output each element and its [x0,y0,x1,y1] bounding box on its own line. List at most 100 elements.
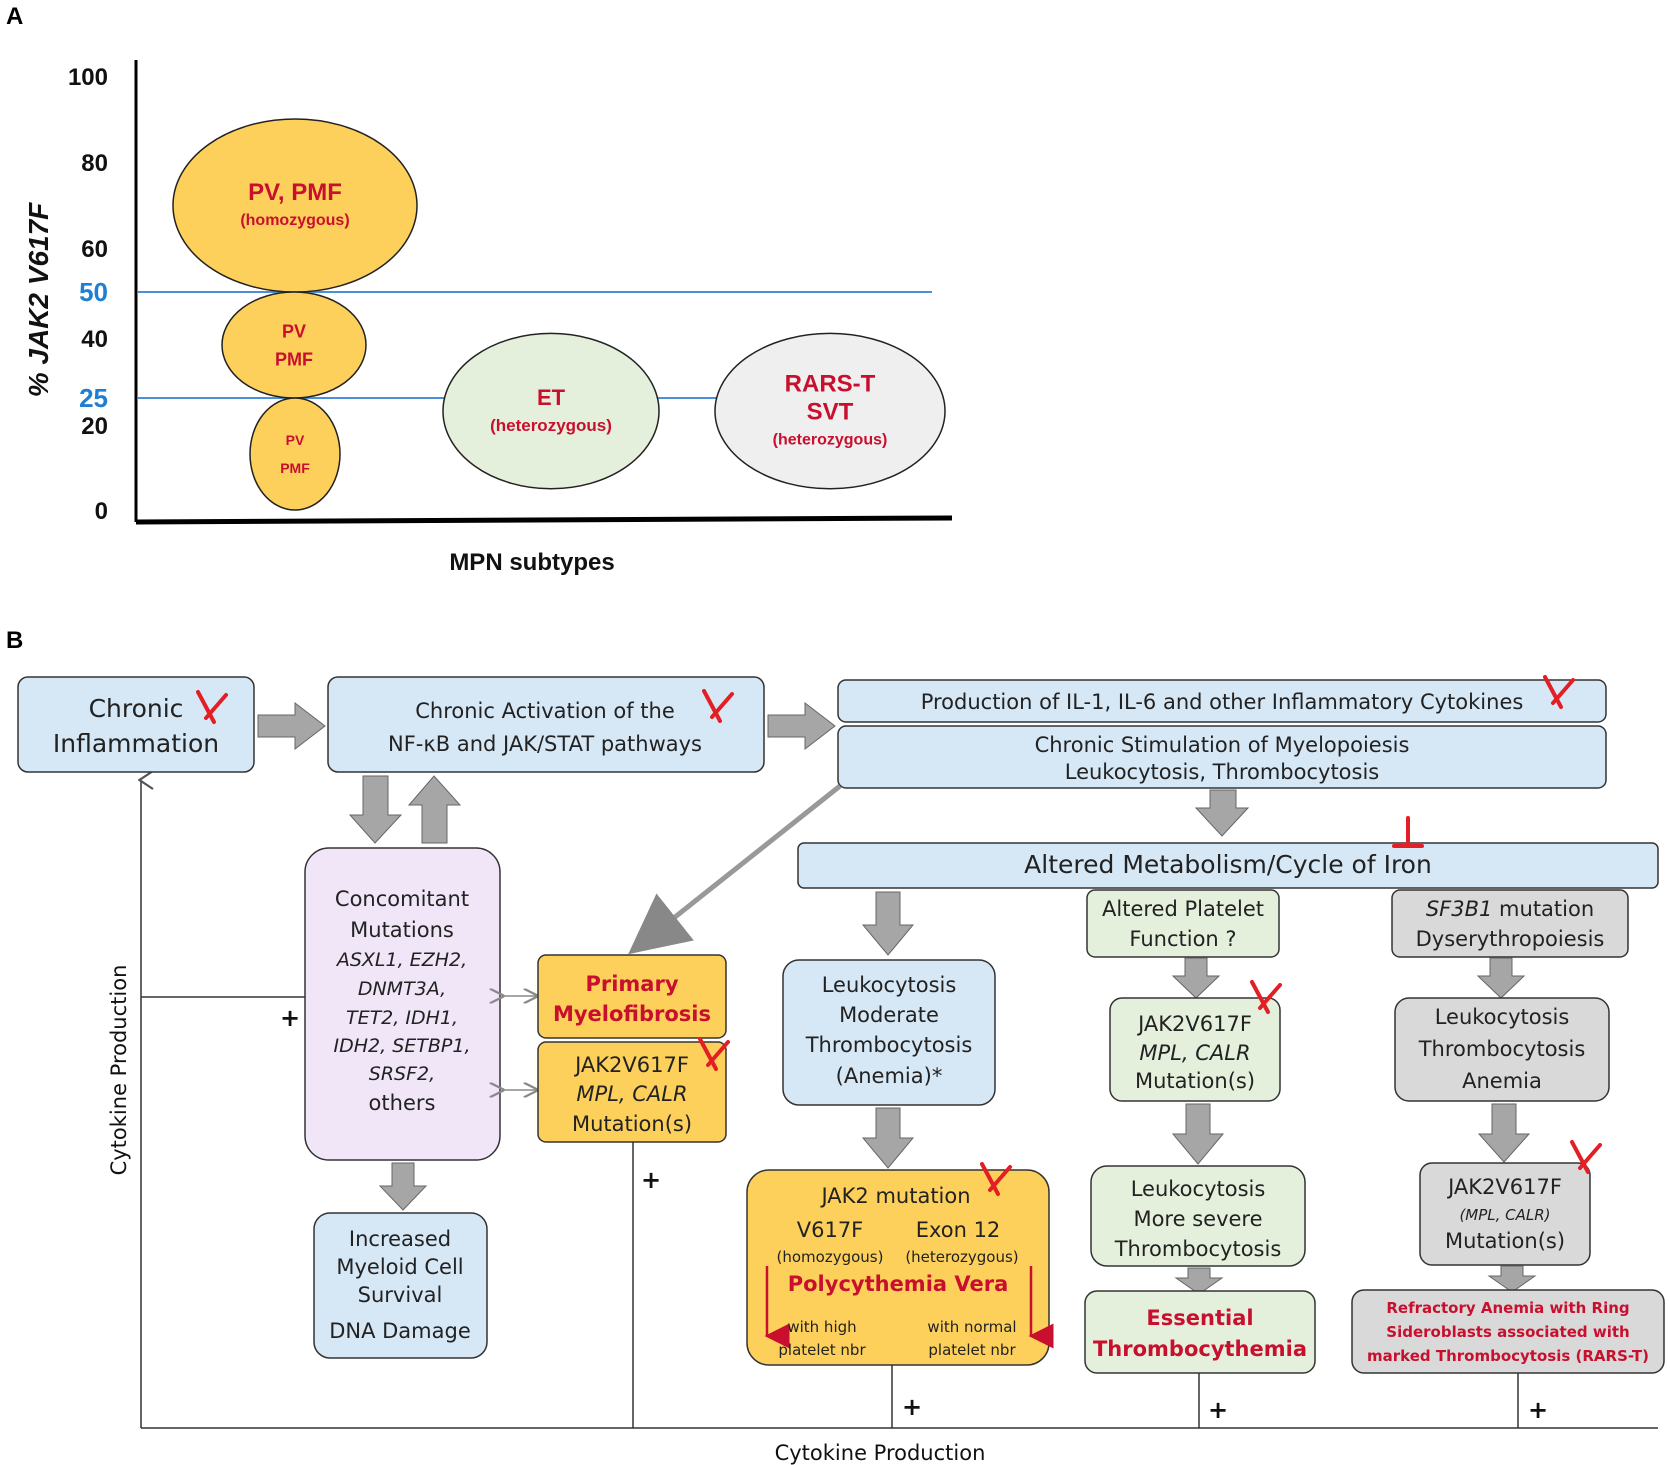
bubble-label: ET [537,385,566,410]
concomitant-genes-4: IDH2, SETBP1, [334,1035,471,1057]
inhibit-icon-cytokines [1543,675,1575,709]
chronic-inflammation-line2: Inflammation [53,729,219,758]
arrow-leuko-anemia-to-rars-mutations [1477,1103,1531,1163]
arrow-sf3b1-to-leuko [1476,957,1526,999]
bubble-label: RARS-T [785,370,876,397]
chronic-inflammation-box [17,676,255,773]
pv-left-note-2: platelet nbr [778,1341,866,1359]
leuko-severe-box [1090,1165,1306,1267]
bubble-label: (heterozygous) [490,416,612,435]
jak2-pv-title: JAK2 mutation [819,1184,970,1208]
jak2-pv-col1: V617F [797,1218,864,1242]
leuko-moderate-line1: Leukocytosis [822,973,957,997]
concomitant-others: others [369,1091,436,1115]
chronic-stimulation-line1: Chronic Stimulation of Myelopoiesis [1035,733,1410,757]
rars-t-line3: marked Thrombocytosis (RARS-T) [1367,1347,1649,1365]
concomitant-genes-2: DNMT3A, [358,978,446,1000]
plus-pmf: + [641,1166,661,1194]
inhibit-icon-pmf [698,1037,730,1071]
et-mutation-line1: JAK2V617F [1136,1012,1252,1036]
bottom-axis-label: Cytokine Production [775,1441,986,1465]
rars-t-box [1351,1289,1665,1374]
survival-line1: Increased [349,1227,451,1251]
inhibit-icon-activation [702,689,734,723]
plus-concomitant: + [280,1004,300,1032]
bubble-label: PV [286,432,305,448]
et-mutations-box [1109,997,1281,1102]
pv-left-note-1: with high [787,1318,856,1336]
chronic-inflammation-line1: Chronic [89,694,184,723]
et-mutation-line2: MPL, CALR [1139,1041,1250,1065]
inhibition-marks [196,675,1602,1196]
leuko-severe-line1: Leukocytosis [1131,1177,1266,1201]
concomitant-title-line1: Concomitant [335,887,469,911]
jak2-pv-col1-sub: (homozygous) [777,1248,884,1266]
rars-mutation-line1: JAK2V617F [1446,1175,1562,1199]
rars-mutation-line2: (MPL, CALR) [1459,1206,1550,1224]
arrow-leuko-to-et [1174,1267,1224,1295]
jak2-pv-col2-sub: (heterozygous) [905,1248,1018,1266]
bubble-label: SVT [807,398,854,425]
plus-pv: + [902,1393,922,1421]
leuko-moderate-line2: Moderate [839,1003,939,1027]
sf3b1-line2: Dyserythropoiesis [1416,927,1605,951]
chronic-activation-line2: NF-κB and JAK/STAT pathways [388,732,702,756]
leuko-moderate-line3: Thrombocytosis [805,1033,973,1057]
y-tick-label: 20 [81,413,108,440]
arrow-activation-to-production [767,701,836,751]
arrow-activation-to-concomitant [348,775,403,844]
pmf-mutation-line2: MPL, CALR [576,1082,687,1106]
survival-line4: DNA Damage [329,1319,471,1343]
concomitant-mutations-box [304,847,501,1161]
pmf-mutations-box [537,1041,727,1143]
bubble-label: (homozygous) [240,212,349,229]
essential-thrombocythemia-box [1084,1290,1316,1374]
concomitant-title-line2: Mutations [350,918,454,942]
inhibit-icon-inflammation [196,690,228,724]
inhibit-icon-rars [1570,1140,1602,1174]
rars-mutations-box [1419,1162,1591,1266]
y-tick-label: 40 [81,326,108,353]
altered-metabolism-text: Altered Metabolism/Cycle of Iron [1024,850,1432,879]
jak2-pv-col2: Exon 12 [916,1218,1001,1242]
arrow-stimulation-to-pmf [628,784,842,955]
altered-platelet-line2: Function ? [1129,927,1236,951]
et-disease-line1: Essential [1146,1306,1253,1330]
arrow-platelet-to-et-mutations [1171,957,1221,999]
et-disease-line2: Thrombocythemia [1093,1337,1307,1361]
survival-line3: Survival [358,1283,443,1307]
arrow-concomitant-to-activation [407,775,462,844]
panel-b: B + + + + + Cytokine Production Cytokine… [6,627,1665,1465]
arrow-leuko-moderate-to-pv [861,1107,915,1169]
pv-disease-label: Polycythemia Vera [788,1272,1009,1296]
production-cytokines-box [837,679,1607,723]
x-axis-label: MPN subtypes [449,549,614,576]
pmf-mutation-line1: JAK2V617F [573,1053,689,1077]
plus-rars: + [1528,1396,1548,1424]
bubbles: PV, PMF(homozygous)PVPMFPVPMFET(heterozy… [172,118,946,511]
x-axis-line [135,515,953,525]
left-axis-label: Cytokine Production [107,965,131,1176]
leuko-anemia-line3: Anemia [1462,1069,1542,1093]
rars-t-line1: Refractory Anemia with Ring [1386,1299,1629,1317]
altered-platelet-line1: Altered Platelet [1102,897,1264,921]
y-tick-label: 25 [79,383,108,413]
y-axis-label-text: % JAK2 V617F [23,202,54,397]
concomitant-genes-3: TET2, IDH1, [346,1007,458,1029]
pv-right-note-1: with normal [927,1318,1016,1336]
altered-metabolism-box [797,842,1659,889]
rars-mutation-line3: Mutation(s) [1445,1229,1565,1253]
y-axis-label: % JAK2 V617F [23,202,54,397]
chronic-activation-line1: Chronic Activation of the [415,699,675,723]
bubble-mark [442,332,660,490]
arrow-stimulation-to-metabolism [1194,789,1250,837]
sf3b1-line1: SF3B1 mutation [1426,897,1594,921]
plus-et: + [1208,1396,1228,1424]
bubble-mark [714,332,946,490]
jak2-pv-box [746,1169,1050,1366]
leuko-anemia-box [1394,997,1610,1102]
arrow-metabolism-to-leuko-moderate [861,891,915,956]
